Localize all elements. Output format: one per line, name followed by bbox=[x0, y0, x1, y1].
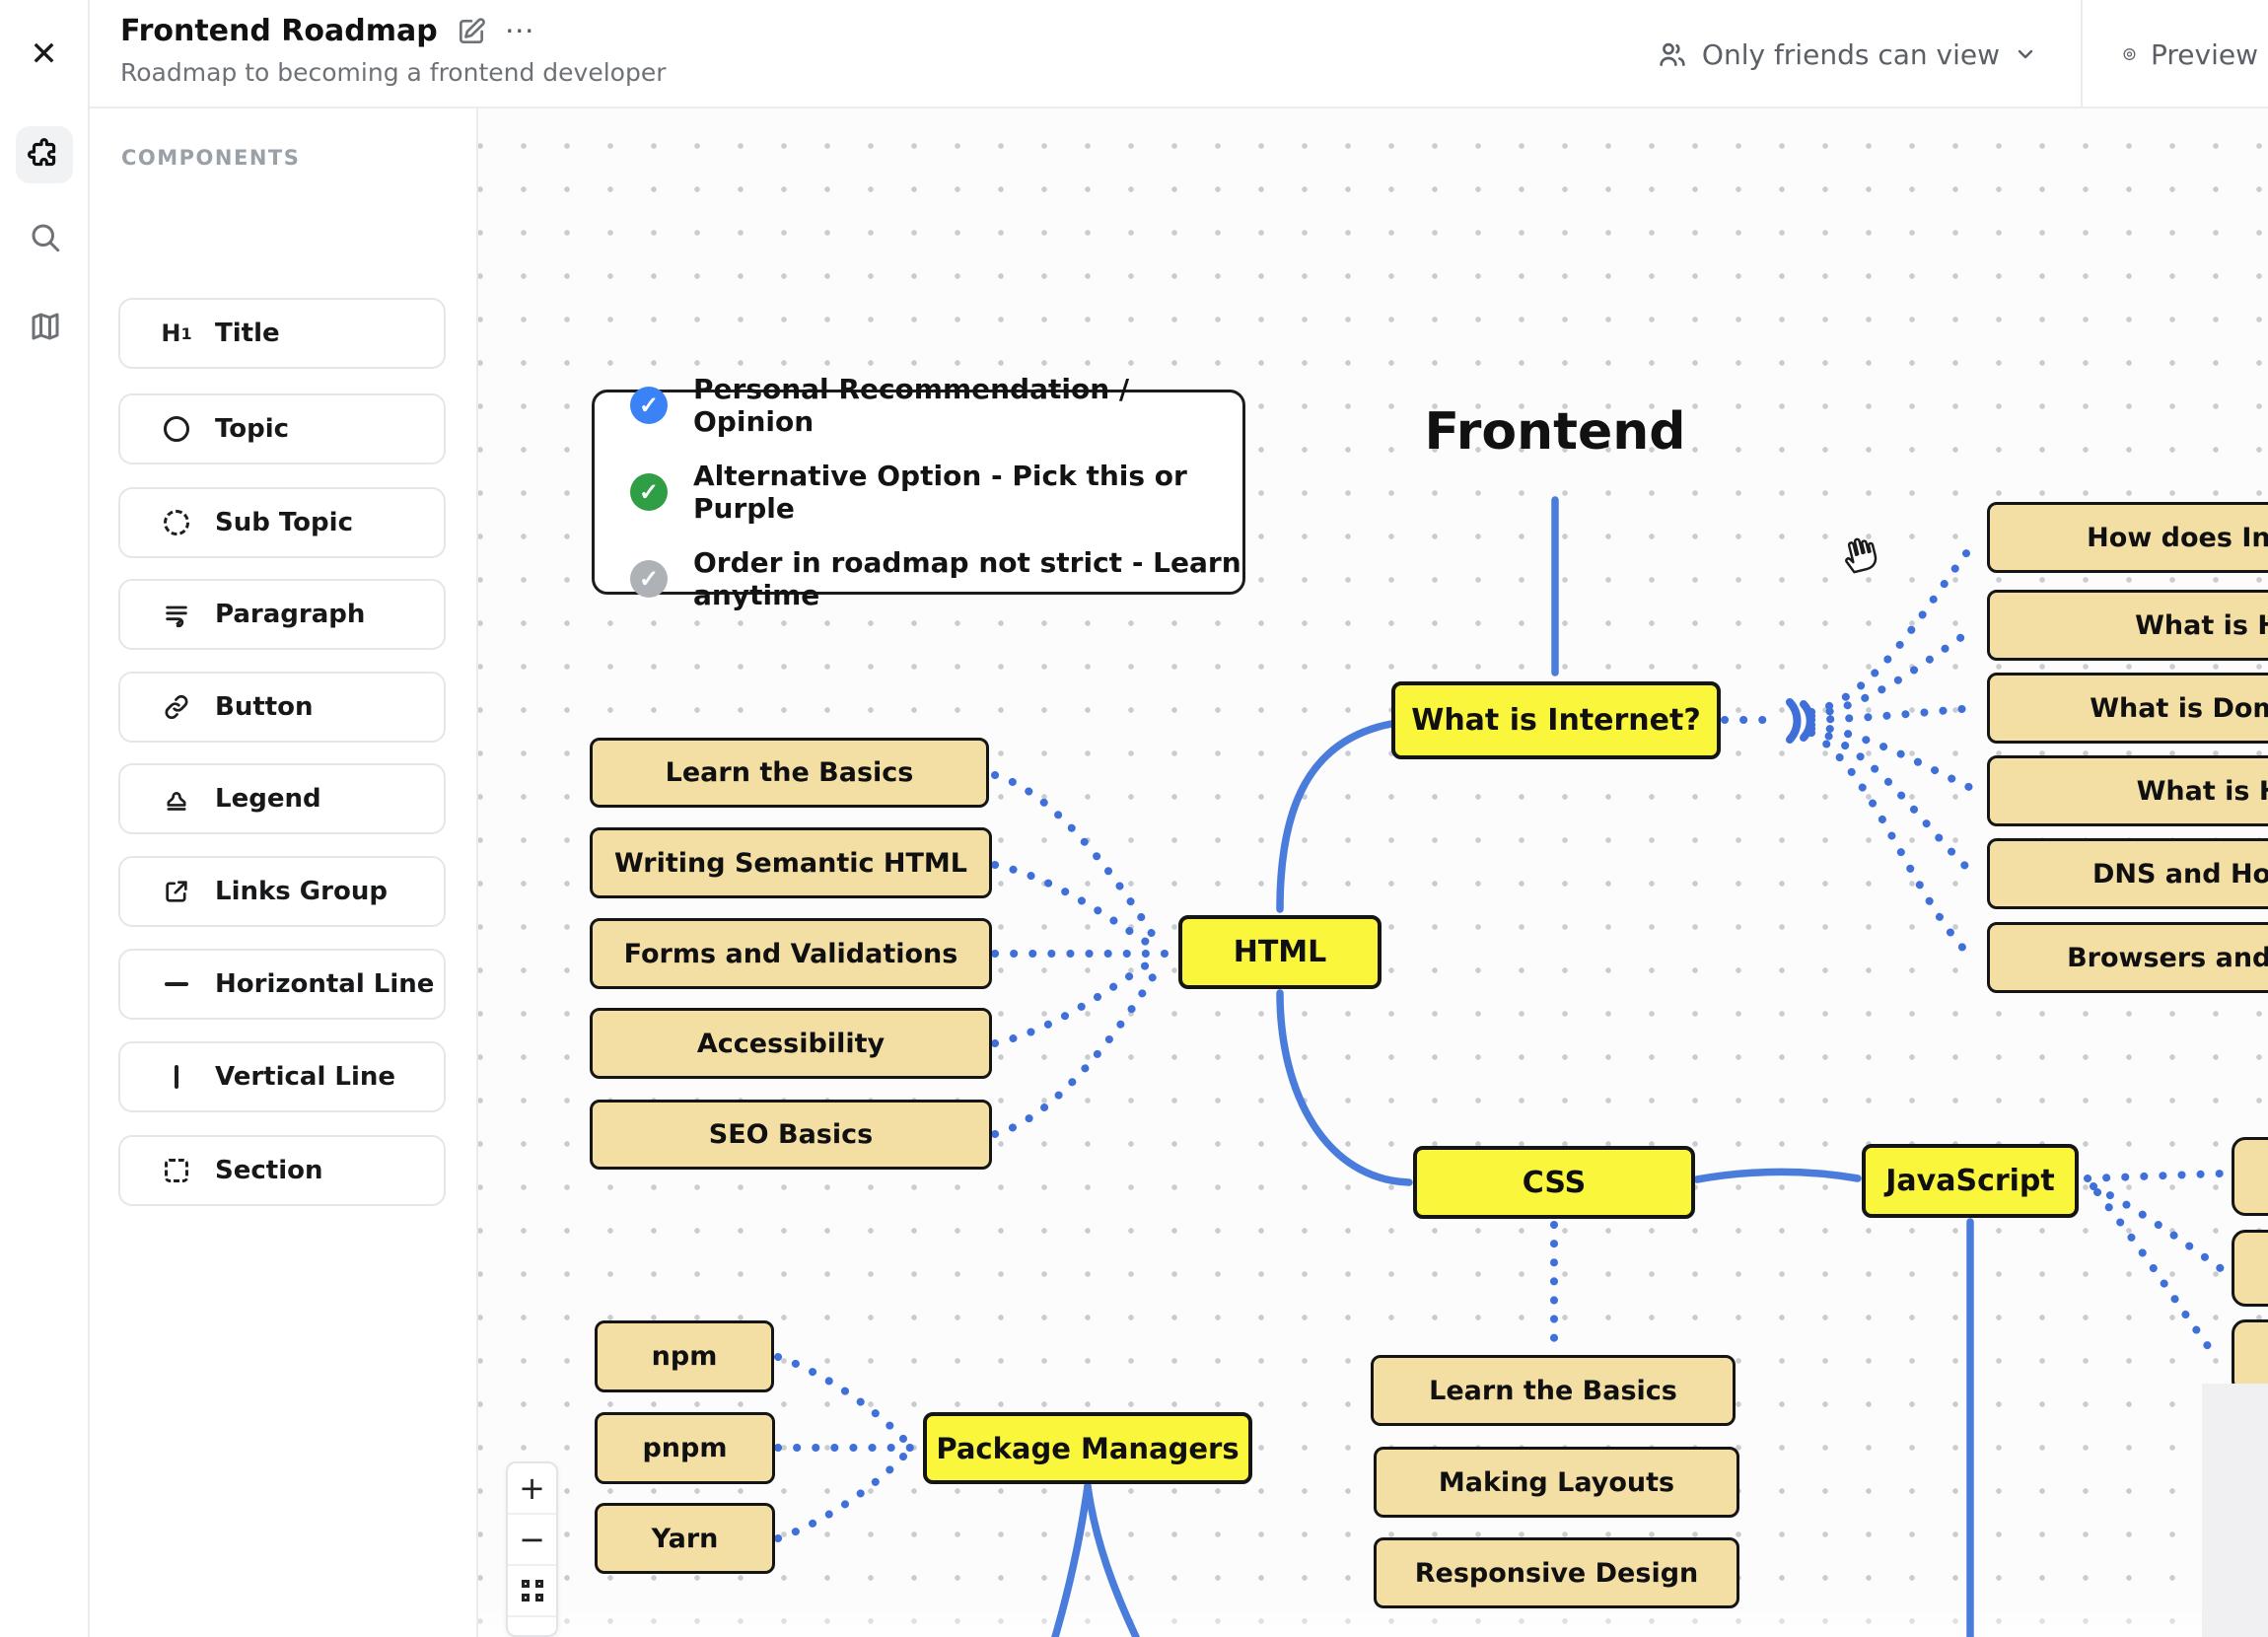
subtopic-node[interactable]: DNS and How bbox=[1987, 838, 2268, 909]
title-block: Frontend Roadmap ⋯ Roadmap to becoming a… bbox=[120, 14, 667, 87]
subtopic-node[interactable]: Making Layouts bbox=[1374, 1447, 1739, 1518]
reset-icon bbox=[521, 1631, 544, 1637]
subtopic-node[interactable]: What is Doma bbox=[1987, 673, 2268, 744]
preview-label: Preview bbox=[2151, 37, 2258, 71]
dashed-circle-icon bbox=[162, 510, 191, 535]
close-button[interactable]: ✕ bbox=[0, 0, 90, 108]
component-paragraph[interactable]: Paragraph bbox=[118, 579, 446, 650]
roadmap-title[interactable]: Frontend bbox=[1424, 402, 1686, 462]
page-title: Frontend Roadmap bbox=[120, 14, 438, 48]
topic-node[interactable]: What is Internet? bbox=[1391, 681, 1721, 759]
component-button[interactable]: Button bbox=[118, 672, 446, 743]
subtopic-node[interactable]: What is Ho bbox=[1987, 755, 2268, 826]
bottom-right-panel bbox=[2202, 1384, 2268, 1637]
hand-cursor-icon bbox=[1837, 531, 1882, 581]
component-links-group[interactable]: Links Group bbox=[118, 856, 446, 927]
subtopic-node[interactable]: Forms and Validations bbox=[590, 918, 992, 989]
section-icon bbox=[162, 1159, 191, 1182]
legend-row: ✓ Order in roadmap not strict - Learn an… bbox=[630, 546, 1242, 611]
visibility-label: Only friends can view bbox=[1701, 37, 2000, 71]
subtopic-node[interactable]: Yarn bbox=[595, 1503, 775, 1574]
puzzle-icon bbox=[27, 138, 55, 167]
legend-row: ✓ Alternative Option - Pick this or Purp… bbox=[630, 460, 1242, 525]
components-tab[interactable] bbox=[15, 126, 73, 183]
eye-icon bbox=[2123, 48, 2136, 60]
zoom-toolbar: + − bbox=[506, 1461, 558, 1637]
link-icon bbox=[162, 693, 191, 721]
subtopic-node[interactable]: How does Inte bbox=[1987, 502, 2268, 573]
map-tab[interactable] bbox=[0, 282, 90, 371]
subtopic-node[interactable]: SEO Basics bbox=[590, 1100, 992, 1170]
subtopic-node[interactable]: pnpm bbox=[595, 1412, 775, 1484]
stamp-icon bbox=[162, 785, 191, 813]
subtopic-node[interactable]: Learn the Basics bbox=[590, 738, 989, 808]
subtopic-node[interactable] bbox=[2232, 1230, 2268, 1307]
component-sub-topic[interactable]: Sub Topic bbox=[118, 487, 446, 558]
people-icon bbox=[1660, 42, 1685, 66]
topic-node[interactable]: Package Managers bbox=[923, 1412, 1252, 1484]
horizontal-line-icon bbox=[162, 982, 191, 986]
edit-title-icon[interactable] bbox=[456, 16, 487, 47]
legend-row: ✓ Personal Recommendation / Opinion bbox=[630, 373, 1242, 438]
subtopic-node[interactable]: Browsers and Ho bbox=[1987, 922, 2268, 993]
paragraph-icon bbox=[162, 601, 191, 628]
topic-node[interactable]: JavaScript bbox=[1862, 1144, 2079, 1218]
subtopic-node[interactable]: Accessibility bbox=[590, 1008, 992, 1079]
legend-card[interactable]: ✓ Personal Recommendation / Opinion ✓ Al… bbox=[592, 373, 1245, 611]
component-legend[interactable]: Legend bbox=[118, 763, 446, 834]
gray-check-icon: ✓ bbox=[630, 560, 668, 598]
component-horizontal-line[interactable]: Horizontal Line bbox=[118, 949, 446, 1020]
blue-check-icon: ✓ bbox=[630, 387, 668, 424]
edges-layer bbox=[774, 496, 2226, 1637]
topic-node[interactable]: HTML bbox=[1178, 915, 1382, 989]
components-heading: COMPONENTS bbox=[121, 146, 301, 170]
reset-view-button[interactable] bbox=[508, 1617, 556, 1637]
vertical-line-icon bbox=[162, 1065, 191, 1089]
component-vertical-line[interactable]: Vertical Line bbox=[118, 1041, 446, 1112]
header: ✕ Frontend Roadmap ⋯ Roadmap to becoming… bbox=[0, 0, 2268, 108]
more-menu-icon[interactable]: ⋯ bbox=[504, 14, 536, 47]
fit-view-button[interactable] bbox=[508, 1566, 556, 1617]
subtopic-node[interactable]: Responsive Design bbox=[1374, 1537, 1739, 1608]
subtopic-node[interactable]: What is H bbox=[1987, 590, 2268, 661]
circle-icon bbox=[162, 416, 191, 442]
map-icon bbox=[32, 313, 58, 340]
zoom-in-button[interactable]: + bbox=[508, 1463, 556, 1515]
fullscreen-icon bbox=[521, 1580, 543, 1601]
subtopic-node[interactable] bbox=[2232, 1137, 2268, 1216]
search-tab[interactable] bbox=[0, 193, 90, 282]
zoom-out-button[interactable]: − bbox=[508, 1515, 556, 1566]
green-check-icon: ✓ bbox=[630, 473, 668, 511]
subtopic-node[interactable]: Learn the Basics bbox=[1371, 1355, 1736, 1426]
subtopic-node[interactable] bbox=[2232, 1319, 2268, 1394]
search-icon bbox=[32, 224, 59, 252]
topic-node[interactable]: CSS bbox=[1413, 1146, 1695, 1219]
component-topic[interactable]: Topic bbox=[118, 393, 446, 464]
subtopic-node[interactable]: Writing Semantic HTML bbox=[590, 827, 992, 898]
icon-rail bbox=[0, 108, 90, 1637]
preview-button[interactable]: Preview bbox=[2081, 0, 2268, 108]
page-subtitle: Roadmap to becoming a frontend developer bbox=[120, 58, 667, 87]
subtopic-node[interactable]: npm bbox=[595, 1320, 774, 1392]
component-section[interactable]: Section bbox=[118, 1135, 446, 1206]
external-link-icon bbox=[162, 878, 191, 905]
roadmap-canvas[interactable]: ✓ Personal Recommendation / Opinion ✓ Al… bbox=[478, 108, 2268, 1637]
visibility-dropdown[interactable]: Only friends can view bbox=[1613, 0, 2081, 108]
chevron-down-icon bbox=[2018, 49, 2033, 59]
